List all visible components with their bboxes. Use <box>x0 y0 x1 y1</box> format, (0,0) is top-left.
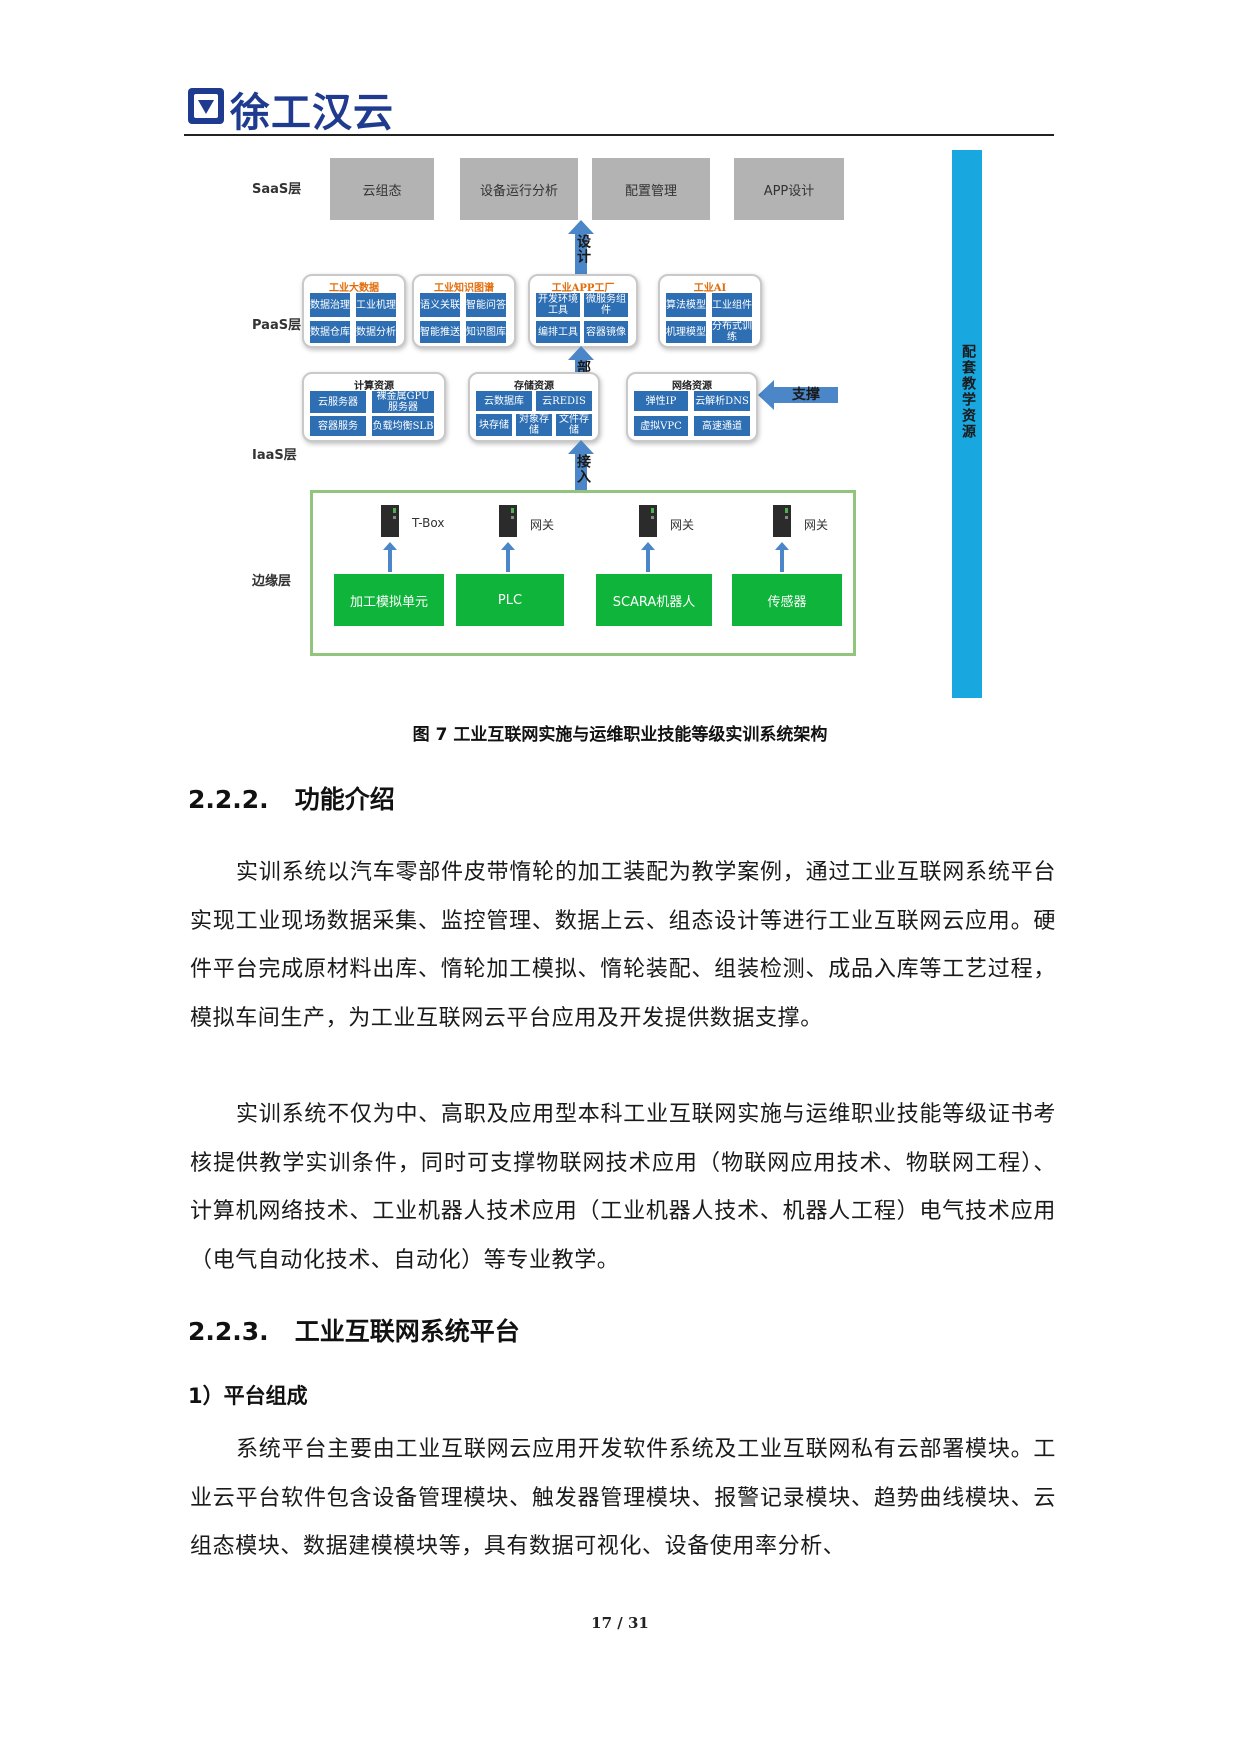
group-cell: 裸金属GPU服务器 <box>372 391 434 413</box>
group-cell: 智能推送 <box>420 321 460 343</box>
group-cell: 机理模型 <box>666 321 706 343</box>
group-title: 计算资源 <box>354 381 394 392</box>
group-cell: 文件存储 <box>556 414 592 436</box>
saas-box: 配置管理 <box>592 158 710 220</box>
body-paragraph: 实训系统不仅为中、高职及应用型本科工业互联网实施与运维职业技能等级证书考核提供教… <box>190 1102 1056 1273</box>
group-cell: 开发环境工具 <box>536 293 580 317</box>
logo-mark-icon <box>188 88 224 124</box>
gateway-device-icon <box>499 505 517 537</box>
layer-label-paas: PaaS层 <box>252 318 302 333</box>
group-cell: 云REDIS <box>536 391 592 411</box>
section-title: 工业互联网系统平台 <box>294 1317 520 1346</box>
saas-box: APP设计 <box>734 158 844 220</box>
support-resources-label: 配套教学资源 <box>960 344 976 440</box>
edge-source-box: PLC <box>456 574 564 626</box>
up-arrow-icon <box>568 220 594 294</box>
group-cell: 数据治理 <box>310 293 350 317</box>
logo: 徐工汉云 <box>186 84 416 136</box>
group-cell: 容器镜像 <box>584 321 628 343</box>
gateway-label: 网关 <box>804 518 829 532</box>
group-cell: 知识图库 <box>466 321 506 343</box>
edge-source-box: 传感器 <box>732 574 842 626</box>
arrow-label-design: 设计 <box>575 234 591 264</box>
arrow-label-support: 支撑 <box>792 387 820 403</box>
up-arrow-icon <box>775 542 789 572</box>
architecture-diagram: SaaS层 PaaS层 IaaS层 边缘层 云组态 设备运行分析 配置管理 AP… <box>240 150 990 710</box>
edge-layer-box <box>310 490 856 656</box>
layer-label-edge: 边缘层 <box>252 574 292 589</box>
gateway-device-icon <box>639 505 657 537</box>
gateway-device-icon <box>381 505 399 537</box>
group-cell: 云解析DNS <box>694 391 750 411</box>
body-paragraph: 实训系统以汽车零部件皮带惰轮的加工装配为教学案例，通过工业互联网系统平台实现工业… <box>190 860 1056 1031</box>
group-title: 工业AI <box>693 283 727 294</box>
group-cell: 工业组件 <box>712 293 752 317</box>
saas-box: 云组态 <box>330 158 434 220</box>
group-title: 存储资源 <box>514 381 554 392</box>
sub-heading: 1）平台组成 <box>188 1384 308 1408</box>
group-title: 网络资源 <box>672 381 712 392</box>
group-cell: 分布式训练 <box>712 321 752 343</box>
group-cell: 语义关联 <box>420 293 460 317</box>
group-cell: 编排工具 <box>536 321 580 343</box>
group-cell: 智能问答 <box>466 293 506 317</box>
up-arrow-icon <box>383 542 397 572</box>
section-number: 2.2.2. <box>188 785 269 814</box>
body-paragraph: 系统平台主要由工业互联网云应用开发软件系统及工业互联网私有云部署模块。工业云平台… <box>190 1437 1056 1559</box>
paas-group: 工业APP工厂 开发环境工具 微服务组件 编排工具 容器镜像 <box>528 274 638 348</box>
group-title: 工业APP工厂 <box>551 283 615 294</box>
edge-source-box: SCARA机器人 <box>596 574 712 626</box>
section-title: 功能介绍 <box>294 785 395 814</box>
logo-text: 徐工汉云 <box>230 90 394 136</box>
iaas-group: 计算资源 云服务器 裸金属GPU服务器 容器服务 负载均衡SLB <box>302 372 446 442</box>
up-arrow-icon <box>501 542 515 572</box>
group-cell: 虚拟VPC <box>634 416 688 436</box>
edge-source-box: 加工模拟单元 <box>334 574 444 626</box>
group-cell: 对象存储 <box>516 414 552 436</box>
gateway-label: 网关 <box>530 518 555 532</box>
group-cell: 云服务器 <box>310 391 366 413</box>
gateway-device-icon <box>773 505 791 537</box>
gateway-label: 网关 <box>670 518 695 532</box>
gateway-label: T-Box <box>412 516 445 530</box>
group-cell: 数据仓库 <box>310 321 350 343</box>
group-cell: 弹性IP <box>634 391 688 411</box>
group-title: 工业知识图谱 <box>434 283 494 294</box>
group-cell: 算法模型 <box>666 293 706 317</box>
saas-box: 设备运行分析 <box>460 158 578 220</box>
group-cell: 容器服务 <box>310 416 366 436</box>
left-arrow-icon <box>758 380 838 410</box>
arrow-label-access: 接入 <box>575 454 591 484</box>
layer-label-saas: SaaS层 <box>252 182 302 197</box>
up-arrow-icon <box>568 440 594 500</box>
section-heading: 2.2.3. 工业互联网系统平台 <box>188 1312 520 1348</box>
group-cell: 数据分析 <box>356 321 396 343</box>
paas-group: 工业大数据 数据治理 工业机理 数据仓库 数据分析 <box>302 274 406 348</box>
section-heading: 2.2.2. 功能介绍 <box>188 780 395 816</box>
page-number: 17 / 31 <box>591 1614 649 1632</box>
figure-caption: 图 7 工业互联网实施与运维职业技能等级实训系统架构 <box>412 725 828 745</box>
group-cell: 负载均衡SLB <box>372 416 434 436</box>
section-number: 2.2.3. <box>188 1317 269 1346</box>
group-cell: 块存储 <box>476 414 512 436</box>
header-divider <box>184 134 1054 136</box>
paas-group: 工业知识图谱 语义关联 智能问答 智能推送 知识图库 <box>412 274 516 348</box>
iaas-group: 存储资源 云数据库 云REDIS 块存储 对象存储 文件存储 <box>468 372 600 442</box>
layer-label-iaas: IaaS层 <box>252 448 297 463</box>
iaas-group: 网络资源 弹性IP 云解析DNS 虚拟VPC 高速通道 <box>626 372 758 442</box>
up-arrow-icon <box>641 542 655 572</box>
group-title: 工业大数据 <box>329 283 379 294</box>
group-cell: 高速通道 <box>694 416 750 436</box>
group-cell: 工业机理 <box>356 293 396 317</box>
group-cell: 微服务组件 <box>584 293 628 317</box>
group-cell: 云数据库 <box>476 391 532 411</box>
paas-group: 工业AI 算法模型 工业组件 机理模型 分布式训练 <box>658 274 762 348</box>
support-resources-bar: 配套教学资源 <box>952 150 982 698</box>
